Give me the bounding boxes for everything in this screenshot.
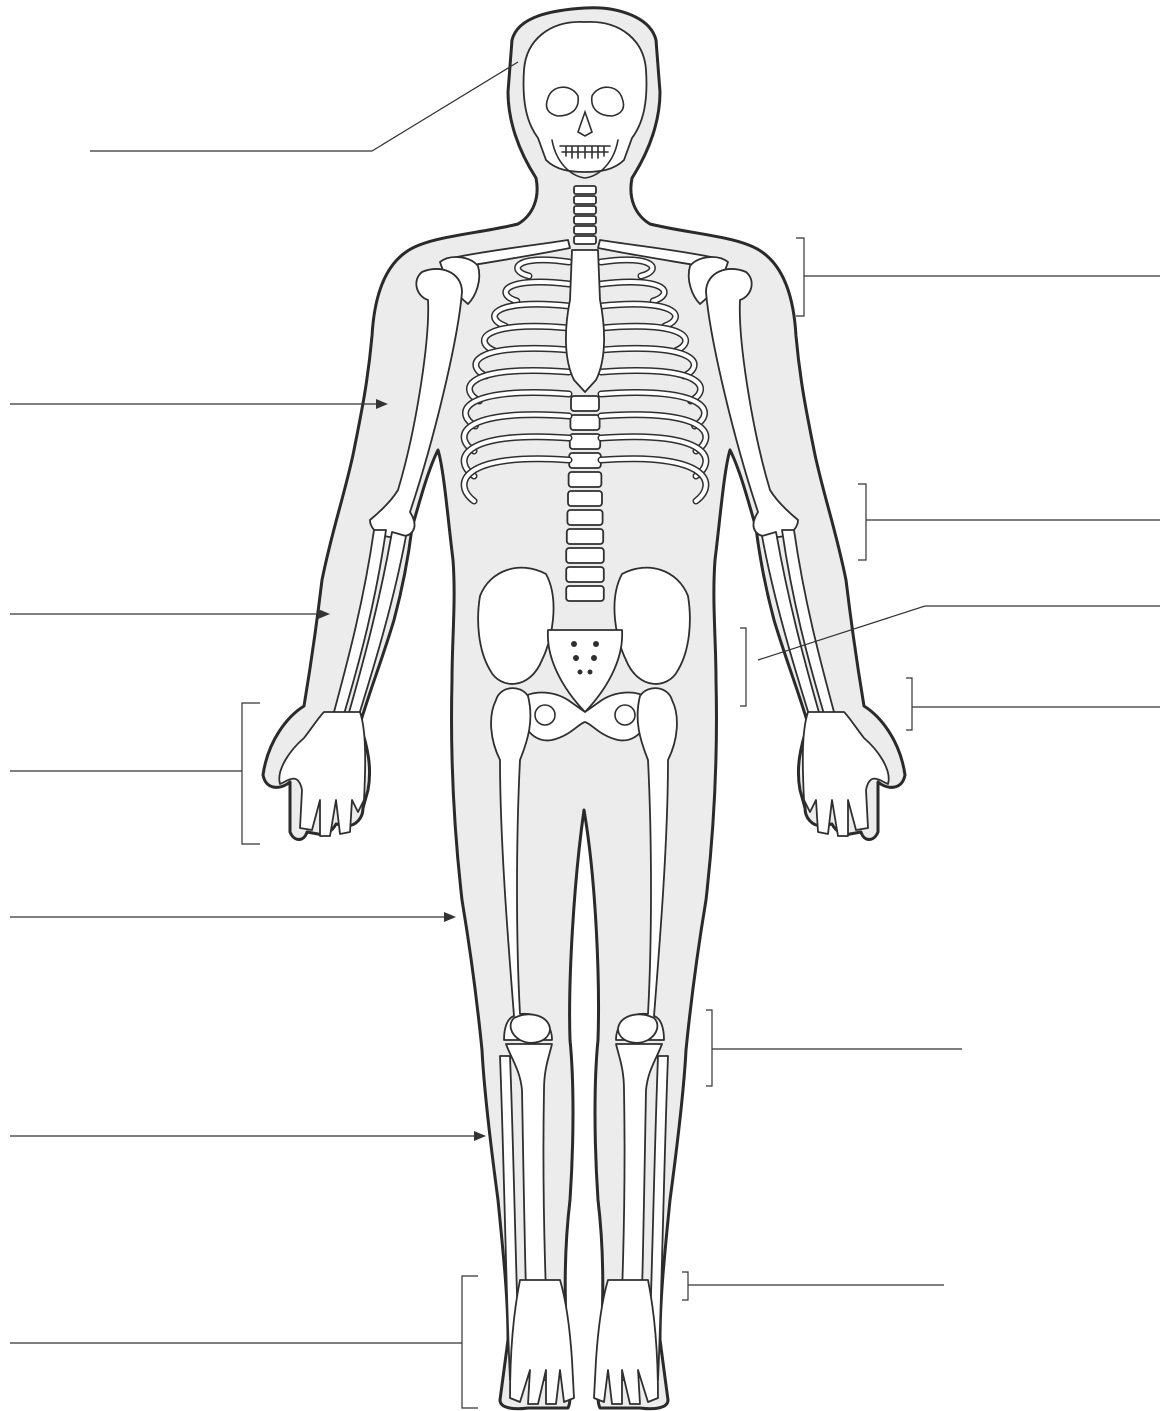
- leader-skull: [90, 62, 518, 151]
- foot-right: [594, 1280, 658, 1404]
- vertebra: [566, 567, 604, 582]
- sacral-foramen: [588, 670, 593, 675]
- cervical-vertebra: [574, 236, 596, 244]
- vertebra: [567, 529, 603, 544]
- bracket-foot: [462, 1276, 478, 1408]
- foot-left: [510, 1280, 574, 1404]
- cervical-vertebra: [574, 196, 596, 204]
- sacral-foramen: [573, 655, 579, 661]
- sacral-foramen: [591, 655, 597, 661]
- bracket-wrist: [906, 678, 912, 730]
- sacral-foramen: [571, 641, 577, 647]
- vertebra: [569, 472, 602, 487]
- bracket-ankle: [682, 1272, 688, 1300]
- cervical-vertebra: [574, 206, 596, 214]
- bracket-knee: [706, 1010, 712, 1086]
- vertebra: [566, 586, 604, 601]
- cervical-vertebra: [574, 186, 596, 194]
- patella-right: [618, 1014, 657, 1042]
- bracket-rib-cage: [858, 484, 866, 560]
- vertebra: [566, 548, 604, 563]
- cervical-vertebra: [574, 226, 596, 234]
- vertebra: [570, 434, 600, 449]
- vertebra: [569, 453, 601, 468]
- vertebra: [567, 510, 602, 525]
- bracket-pelvic-girdle: [740, 628, 746, 706]
- cervical-vertebra: [574, 216, 596, 224]
- vertebra: [571, 396, 599, 411]
- vertebra: [568, 491, 602, 506]
- sacral-foramen: [578, 670, 583, 675]
- vertebra: [570, 415, 599, 430]
- arrow-femur: [444, 912, 456, 922]
- bracket-hand: [242, 703, 260, 844]
- sacral-foramen: [593, 641, 599, 647]
- sternum: [566, 250, 604, 392]
- patella-left: [511, 1014, 550, 1042]
- arrow-leg: [474, 1131, 486, 1141]
- bracket-shoulder-girdle: [796, 238, 804, 316]
